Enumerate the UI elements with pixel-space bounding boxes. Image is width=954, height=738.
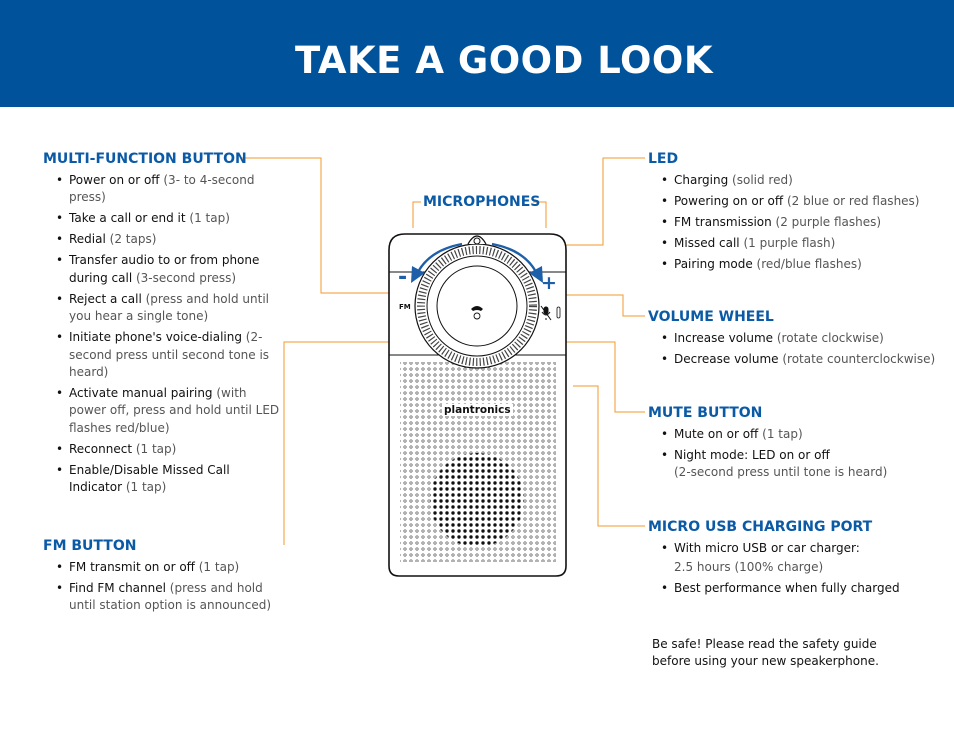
arrow-right-head [529, 266, 543, 283]
multi-function-heading: MULTI-FUNCTION BUTTON [43, 151, 247, 167]
arrow-left-head [411, 266, 425, 283]
usb-list-2: Best performance when fully charged [648, 580, 948, 598]
list-item: Take a call or end it (1 tap) [43, 210, 283, 228]
safety-line-1: Be safe! Please read the safety guide [652, 637, 877, 651]
list-item: Charging (solid red) [648, 172, 948, 190]
mute-list: Mute on or off (1 tap) Night mode: LED o… [648, 426, 948, 482]
volume-heading: VOLUME WHEEL [648, 309, 774, 325]
list-item: Activate manual pairing (with power off,… [43, 385, 283, 437]
usb-port-icon [556, 306, 561, 319]
list-item: Powering on or off (2 blue or red flashe… [648, 193, 948, 211]
list-item: Redial (2 taps) [43, 231, 283, 249]
fm-list: FM transmit on or off (1 tap) Find FM cha… [43, 559, 283, 615]
volume-section: VOLUME WHEEL Increase volume (rotate clo… [648, 308, 948, 372]
multi-function-section: MULTI-FUNCTION BUTTON Power on or off (3… [43, 150, 283, 500]
usb-charge-time: 2.5 hours (100% charge) [674, 560, 824, 575]
list-item: Transfer audio to or from phone during c… [43, 252, 283, 287]
rotation-arrows [416, 242, 538, 273]
volume-minus[interactable]: - [398, 265, 408, 290]
led-heading: LED [648, 151, 679, 167]
volume-list: Increase volume (rotate clockwise) Decrea… [648, 330, 948, 369]
mute-icon [540, 305, 552, 321]
mute-heading: MUTE BUTTON [648, 405, 763, 421]
fm-section: FM BUTTON FM transmit on or off (1 tap)F… [43, 537, 283, 618]
volume-wheel [414, 243, 540, 369]
fm-label: FM [399, 303, 411, 311]
volume-plus[interactable]: + [541, 272, 557, 294]
led-indicator [467, 235, 487, 245]
list-item: FM transmission (2 purple flashes) [648, 214, 948, 232]
led-section: LED Charging (solid red) Powering on or o… [648, 150, 948, 277]
page-title: TAKE A GOOD LOOK [295, 39, 714, 82]
leader-volume [542, 294, 645, 317]
list-item: Power on or off (3- to 4-second press) [43, 172, 283, 207]
list-item: Reject a call (press and hold until you … [43, 291, 283, 326]
title-banner: TAKE A GOOD LOOK [0, 0, 954, 107]
leader-mic-right [533, 201, 547, 228]
list-item: Best performance when fully charged [648, 580, 948, 598]
list-item: FM transmit on or off (1 tap) [43, 559, 283, 577]
usb-heading: MICRO USB CHARGING PORT [648, 519, 873, 535]
usb-list: With micro USB or car charger: [648, 540, 948, 558]
list-item: Reconnect (1 tap) [43, 441, 283, 459]
arrow-right [491, 242, 538, 273]
usb-section: MICRO USB CHARGING PORT With micro USB o… [648, 518, 948, 601]
microphones-section: MICROPHONES [423, 193, 540, 211]
list-item: Find FM channel (press and hold until st… [43, 580, 283, 615]
leader-multi [241, 157, 410, 294]
power-icon [473, 312, 481, 320]
list-item: Decrease volume (rotate counterclockwise… [648, 351, 948, 369]
multi-function-list: Power on or off (3- to 4-second press) Ta… [43, 172, 283, 497]
list-item: Initiate phone's voice-dialing (2-second… [43, 329, 283, 381]
brand-logo: plantronics [442, 404, 513, 416]
leader-mic [412, 201, 421, 228]
list-item: Night mode: LED on or off(2-second press… [648, 447, 948, 482]
list-item: Enable/Disable Missed Call Indicator (1 … [43, 462, 283, 497]
leader-fm [283, 341, 405, 545]
list-item: Mute on or off (1 tap) [648, 426, 948, 444]
phone-icon [471, 306, 483, 311]
leader-mute [551, 341, 645, 413]
list-item: Missed call (1 purple flash) [648, 235, 948, 253]
list-item: Increase volume (rotate clockwise) [648, 330, 948, 348]
fm-heading: FM BUTTON [43, 538, 137, 554]
arrow-left [416, 242, 463, 273]
mute-section: MUTE BUTTON Mute on or off (1 tap) Night… [648, 404, 948, 485]
led-list: Charging (solid red) Powering on or off (… [648, 172, 948, 274]
leader-usb [573, 385, 645, 527]
list-item: With micro USB or car charger: [648, 540, 948, 558]
safety-note: Be safe! Please read the safety guide be… [652, 636, 912, 670]
safety-line-2: before using your new speakerphone. [652, 654, 879, 668]
microphones-heading: MICROPHONES [423, 194, 541, 210]
list-item: Pairing mode (red/blue flashes) [648, 256, 948, 274]
